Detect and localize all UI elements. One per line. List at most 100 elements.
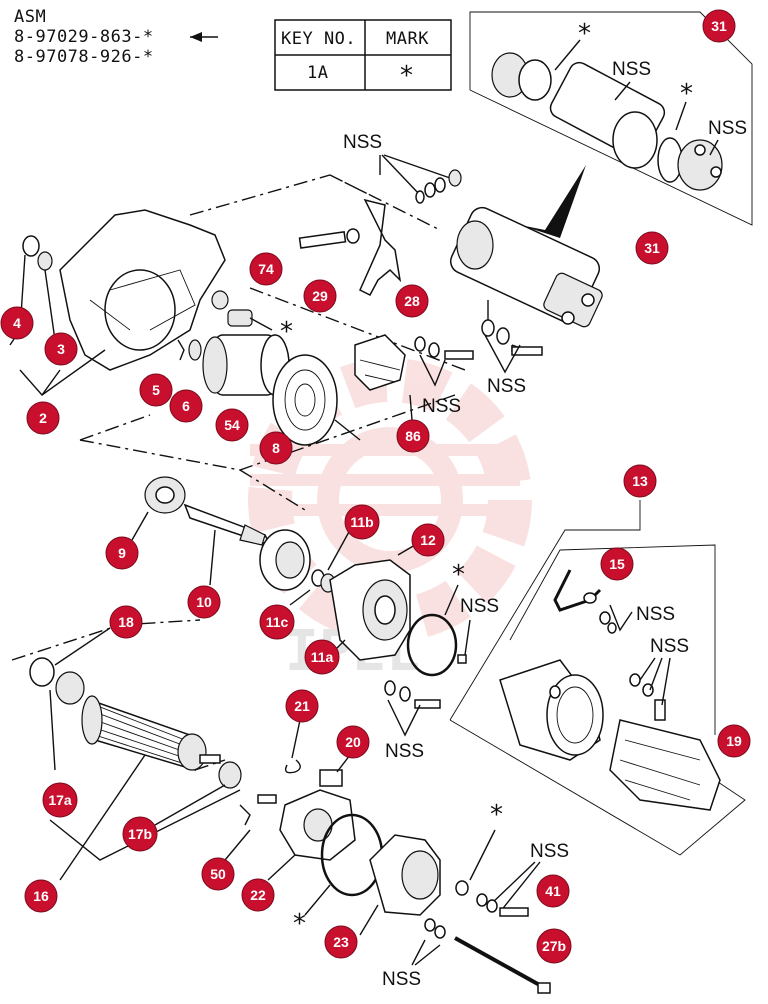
table-header-key-no: KEY NO. [281,29,356,49]
callout-9: 9 [105,536,139,570]
callout-23: 23 [324,925,358,959]
callout-label: 22 [250,887,266,903]
callout-label: 54 [224,417,240,433]
callout-22: 22 [241,878,275,912]
callout-circle [259,604,295,640]
callout-circle [105,536,139,570]
callout-2: 2 [26,401,60,435]
callout-label: 50 [210,866,226,882]
nss-label-4: NSS [343,132,382,153]
callout-label: 86 [405,428,421,444]
table-cell-mark: * [400,61,413,91]
callout-circle [285,689,319,723]
callout-21: 21 [285,689,319,723]
callout-label: 21 [294,698,310,714]
callout-label: 16 [33,888,49,904]
callout-label: 28 [404,293,420,309]
callout-8: 8 [259,431,293,465]
callout-circle [411,523,445,557]
shaft-bearing-ring [259,529,311,591]
callout-circle [109,605,143,639]
callout-41: 41 [536,874,570,908]
nss-label-11: NSS [530,841,569,862]
callout-label: 31 [644,240,660,256]
nss-label-7: NSS [385,741,424,762]
callout-label: 2 [39,410,47,426]
drive-lever [359,198,402,296]
callout-label: 5 [152,382,160,398]
callout-label: 8 [272,440,280,456]
callout-circle [201,857,235,891]
callout-13: 13 [623,464,657,498]
callout-circle [536,928,572,964]
armature [81,695,221,772]
callout-label: 18 [118,614,134,630]
callout-4: 4 [0,306,34,340]
callout-label: 19 [726,733,742,749]
callout-15: 15 [600,547,634,581]
callout-circle [324,925,358,959]
mark-asterisk-1: * [578,19,591,49]
callout-6: 6 [169,389,203,423]
callout-3: 3 [44,332,78,366]
callout-17b: 17b [122,816,158,852]
callout-54: 54 [215,408,249,442]
nss-label-5: NSS [422,396,461,417]
field-coil [609,719,721,811]
table-header-mark: MARK [386,29,429,49]
yoke-frame-outline [449,500,641,721]
nss-label-8: NSS [636,604,675,625]
callout-label: 6 [182,398,190,414]
callout-label: 10 [196,594,212,610]
callout-label: 23 [333,934,349,950]
callout-circle [169,389,203,423]
callout-circle [536,874,570,908]
callout-label: 11b [350,514,373,530]
callout-circle [304,639,340,675]
callout-11a: 11a [304,639,340,675]
callout-label: 9 [118,545,126,561]
callout-label: 11c [266,614,289,630]
o-ring [406,613,458,677]
callout-18: 18 [109,605,143,639]
yoke-field-frame [499,659,604,761]
solenoid-detail-parts [491,52,723,191]
callout-16: 16 [24,879,58,913]
callout-circle [44,332,78,366]
callout-10: 10 [187,585,221,619]
callout-circle [259,431,293,465]
callout-circle [635,231,669,265]
callout-31b: 31 [635,231,669,265]
callout-label: 15 [609,556,625,572]
mark-asterisk-6: * [490,800,503,830]
callout-circle [24,879,58,913]
nss-label-1: NSS [612,59,651,80]
callout-circle [122,816,158,852]
part-number-1: 8-97029-863-* [14,27,154,47]
brush-holder [279,789,356,861]
solenoid-switch [449,206,603,328]
callout-circle [241,878,275,912]
asm-label: ASM [14,7,46,27]
callout-circle [42,782,78,818]
callout-circle [0,306,34,340]
callout-label: 11a [311,649,334,665]
callout-label: 31 [711,18,727,34]
callout-label: 4 [13,315,21,331]
callout-19: 19 [717,724,751,758]
callout-74: 74 [249,252,283,286]
callout-circle [395,284,429,318]
callout-circle [717,724,751,758]
callout-circle [215,408,249,442]
callout-27b: 27b [536,928,572,964]
callout-label: 20 [345,734,361,750]
mark-asterisk-5: * [293,909,306,939]
callout-circle [702,9,736,43]
callout-circle [26,401,60,435]
callout-11b: 11b [344,504,380,540]
bearing-plate [272,354,338,446]
callout-circle [600,547,634,581]
nss-label-6: NSS [460,596,499,617]
